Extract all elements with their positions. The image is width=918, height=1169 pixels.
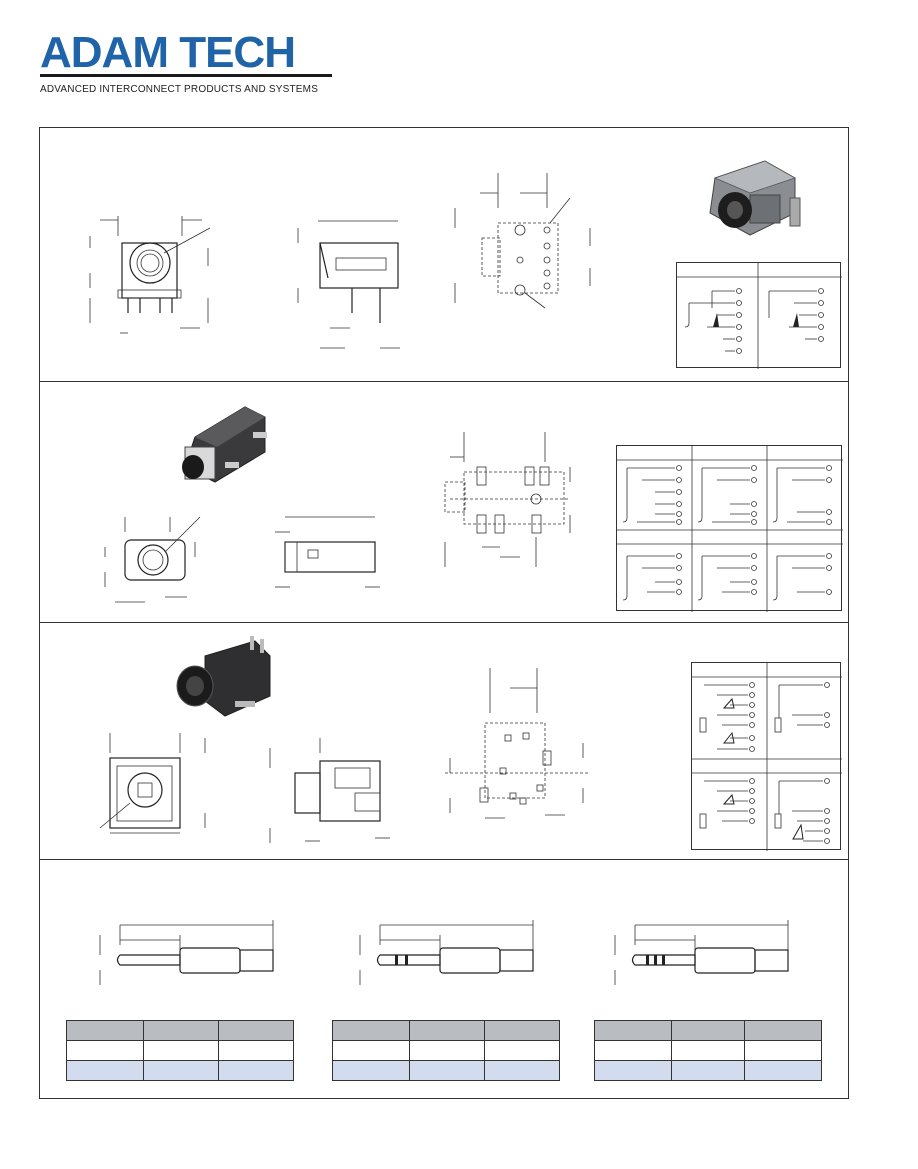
jack3-pcb-layout [445, 668, 590, 819]
plug-stereo-drawing [359, 920, 534, 985]
jack1-schematic [676, 262, 842, 369]
jack2-product-photo [182, 406, 267, 483]
jack1-product-photo [709, 160, 801, 236]
plug-mono-spec-table [66, 1020, 294, 1081]
company-tagline: ADVANCED INTERCONNECT PRODUCTS AND SYSTE… [40, 84, 319, 95]
section-jack-type-1 [40, 128, 848, 382]
jack1-side-view [297, 220, 400, 349]
jack3-schematic-grid [691, 662, 842, 851]
jack2-front-view [104, 516, 201, 603]
plug-trrs-spec-table [594, 1020, 822, 1081]
section-jack-type-3 [40, 623, 848, 860]
jack3-product-photo [176, 636, 271, 717]
plug-trrs-drawing [614, 920, 789, 985]
jack2-pcb-layout [444, 432, 571, 567]
jack1-front-view [89, 216, 211, 334]
jack2-schematic-grid [616, 445, 843, 612]
section-plugs [40, 860, 848, 1100]
plug-stereo-spec-table [332, 1020, 560, 1081]
logo-rule [40, 74, 332, 77]
company-logo: ADAM TECH [40, 28, 296, 77]
brand-header: ADAM TECH ADVANCED INTERCONNECT PRODUCTS… [40, 30, 340, 100]
jack3-front-view [99, 733, 206, 834]
section-jack-type-2 [40, 382, 848, 623]
jack1-pcb-layout [454, 173, 591, 309]
jack3-side-view [269, 738, 390, 843]
datasheet-frame [39, 127, 849, 1099]
plug-mono-drawing [99, 920, 274, 985]
jack2-side-view [275, 516, 380, 588]
